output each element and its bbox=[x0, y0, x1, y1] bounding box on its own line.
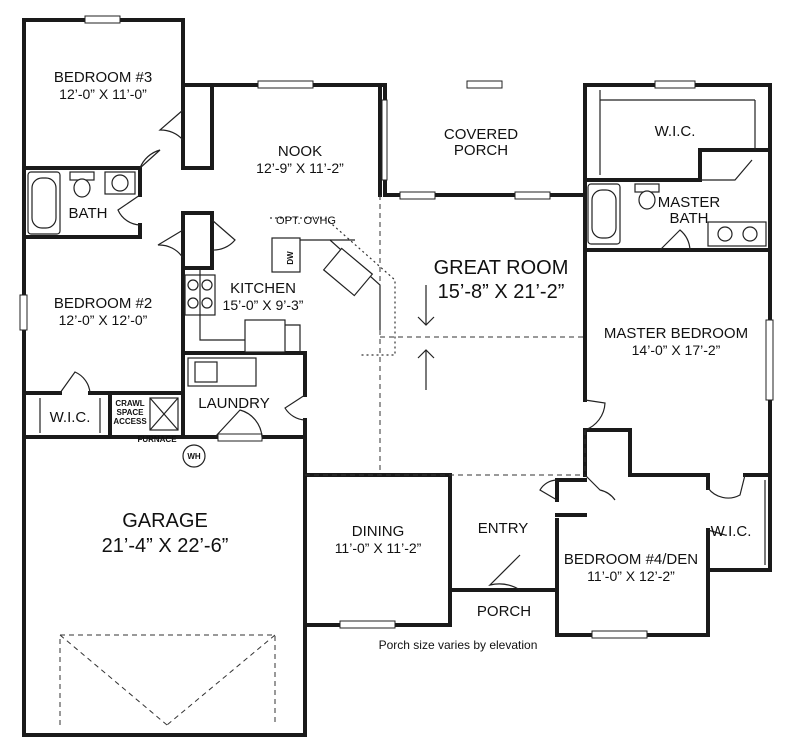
bedroom2-dims: 12’-0” X 12’-0” bbox=[59, 312, 148, 328]
bedroom3-name: BEDROOM #3 bbox=[54, 69, 152, 86]
fixtures bbox=[27, 90, 767, 726]
opt-ovhg-label: OPT. OVHG bbox=[276, 215, 336, 227]
dining-dims: 11’-0” X 11’-2” bbox=[335, 540, 422, 556]
master-bath-line2: BATH bbox=[670, 210, 709, 227]
wic-left-name: W.I.C. bbox=[50, 409, 91, 426]
crawl-line3: ACCESS bbox=[113, 417, 147, 426]
wic-right-name: W.I.C. bbox=[711, 523, 752, 540]
bedroom2-name: BEDROOM #2 bbox=[54, 295, 152, 312]
crawl-line2: SPACE bbox=[117, 408, 145, 417]
kitchen-name: KITCHEN bbox=[230, 280, 296, 297]
bath-name: BATH bbox=[69, 205, 108, 222]
kitchen-dims: 15’-0” X 9’-3” bbox=[223, 297, 304, 313]
bedroom3-dims: 12’-0” X 11’-0” bbox=[59, 86, 147, 102]
great-room-dims: 15’-8” X 21’-2” bbox=[438, 281, 565, 303]
garage-name: GARAGE bbox=[122, 510, 208, 532]
master-bedroom-dims: 14’-0” X 17’-2” bbox=[632, 342, 721, 358]
windows bbox=[19, 15, 774, 639]
entry-name: ENTRY bbox=[478, 520, 529, 537]
covered-porch-line1: COVERED bbox=[444, 126, 518, 143]
crawl-line1: CRAWL bbox=[115, 399, 144, 408]
master-bedroom-name: MASTER BEDROOM bbox=[604, 325, 748, 342]
dishwasher-label: DW bbox=[286, 251, 295, 265]
reference-lines bbox=[270, 195, 586, 476]
porch-note: Porch size varies by elevation bbox=[379, 638, 538, 652]
bedroom4-name: BEDROOM #4/DEN bbox=[564, 551, 698, 568]
furnace-label: FURNACE bbox=[137, 435, 177, 444]
doors bbox=[59, 109, 753, 591]
room-labels: BEDROOM #3 12’-0” X 11’-0” BATH BEDROOM … bbox=[50, 69, 752, 652]
water-heater-label: WH bbox=[187, 452, 201, 461]
great-room-name: GREAT ROOM bbox=[434, 257, 569, 279]
porch-name: PORCH bbox=[477, 603, 531, 620]
covered-porch-line2: PORCH bbox=[454, 142, 508, 159]
garage-dims: 21’-4” X 22’-6” bbox=[102, 535, 229, 557]
wic-master-name: W.I.C. bbox=[655, 123, 696, 140]
nook-name: NOOK bbox=[278, 143, 322, 160]
bedroom4-dims: 11’-0” X 12’-2” bbox=[587, 568, 675, 584]
laundry-name: LAUNDRY bbox=[198, 395, 269, 412]
dining-name: DINING bbox=[352, 523, 405, 540]
master-bath-line1: MASTER bbox=[658, 194, 721, 211]
nook-dims: 12’-9” X 11’-2” bbox=[256, 160, 344, 176]
